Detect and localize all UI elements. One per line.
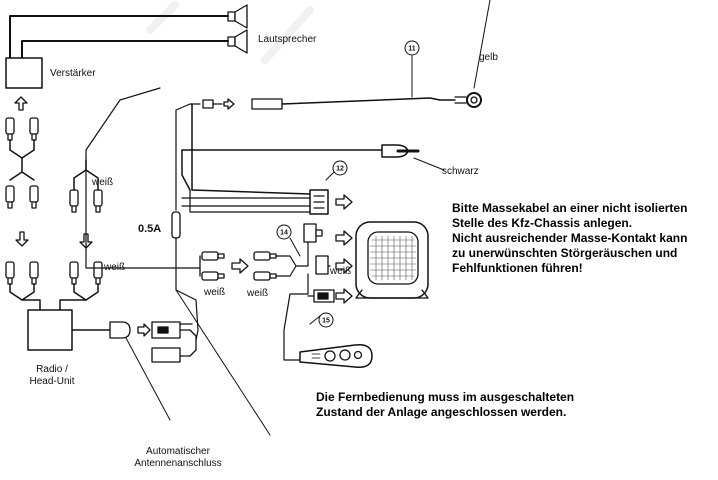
label-white-4: weiß: [247, 288, 269, 299]
arrow-right-icon: [137, 323, 151, 337]
watermark-strokes: [146, 1, 314, 64]
arrow-right-icon: [335, 230, 353, 246]
power-plug-top: [202, 98, 283, 110]
label-yellow: gelb: [479, 52, 498, 63]
callout-14: 14: [280, 230, 288, 237]
fuse-holder: [171, 211, 181, 239]
antenna-plug: [109, 321, 131, 339]
label-black: schwarz: [442, 166, 479, 177]
rca-plugs-left-upper: [5, 185, 39, 209]
arrow-right-icon: [335, 258, 353, 274]
arrow-right-icon: [335, 288, 353, 304]
callout-11: 11: [408, 46, 416, 53]
label-speaker: Lautsprecher: [258, 34, 317, 45]
callout-12-circle: [332, 160, 348, 176]
callout-12: 12: [336, 166, 344, 173]
callout-14-circle: [276, 224, 292, 240]
callout-11-circle: [404, 40, 420, 56]
antenna-connector-2: [151, 347, 181, 363]
label-white-3: weiß: [204, 287, 226, 298]
rca-plugs-right-lower: [69, 261, 103, 285]
arrow-up-icon: [14, 96, 28, 111]
label-antenna-line1: Automatischer: [146, 446, 210, 457]
rca-plugs-middle-left: [201, 251, 225, 281]
note-ground-line1: Bitte Massekabel an einer nicht isoliert…: [452, 201, 688, 215]
rca-plugs-middle-right: [253, 251, 277, 281]
arrow-right-icon: [231, 258, 249, 274]
note-remote: Die Fernbedienung muss im ausgeschaltete…: [316, 390, 574, 420]
speaker-icon-top: [227, 4, 248, 29]
note-ground-line3: Nicht ausreichender Masse-Kontakt kann: [452, 231, 688, 245]
label-antenna-line2: Antennenanschluss: [134, 458, 222, 469]
connector-14: [303, 223, 317, 243]
note-ground-line5: Fehlfunktionen führen!: [452, 261, 583, 275]
callout-15-circle: [318, 312, 334, 328]
label-antenna: Automatischer Antennenanschluss: [128, 446, 228, 470]
label-amplifier: Verstärker: [50, 68, 96, 79]
label-fuse: 0.5A: [138, 223, 162, 235]
label-radio: Radio / Head-Unit: [26, 364, 78, 388]
rca-plugs-amp: [5, 117, 39, 141]
note-remote-line2: Zustand der Anlage angeschlossen werden.: [316, 405, 567, 419]
speaker-icon-bottom: [227, 29, 248, 54]
subwoofer-icon: [355, 221, 429, 299]
arrow-down-icon: [15, 231, 29, 247]
note-ground: Bitte Massekabel an einer nicht isoliert…: [452, 201, 687, 276]
rca-plugs-left-lower: [5, 261, 39, 285]
label-white-5: weiß: [330, 266, 352, 277]
label-white-1: weiß: [92, 177, 114, 188]
callout-15: 15: [322, 318, 330, 325]
label-radio-line1: Radio /: [36, 364, 68, 375]
remote-control-icon: [299, 343, 373, 369]
note-remote-line1: Die Fernbedienung muss im ausgeschaltete…: [316, 390, 575, 404]
arrow-right-icon: [335, 194, 353, 210]
radio-box: [27, 309, 73, 351]
note-ground-line2: Stelle des Kfz-Chassis anlegen.: [452, 216, 633, 230]
note-ground-line4: zu unerwünschten Störgeräuschen und: [452, 246, 678, 260]
speaker-cables: [9, 15, 229, 59]
label-radio-line2: Head-Unit: [29, 376, 75, 387]
connector-14b: [315, 255, 329, 275]
amplifier-box: [5, 57, 43, 89]
label-white-2: weiß: [104, 262, 126, 273]
